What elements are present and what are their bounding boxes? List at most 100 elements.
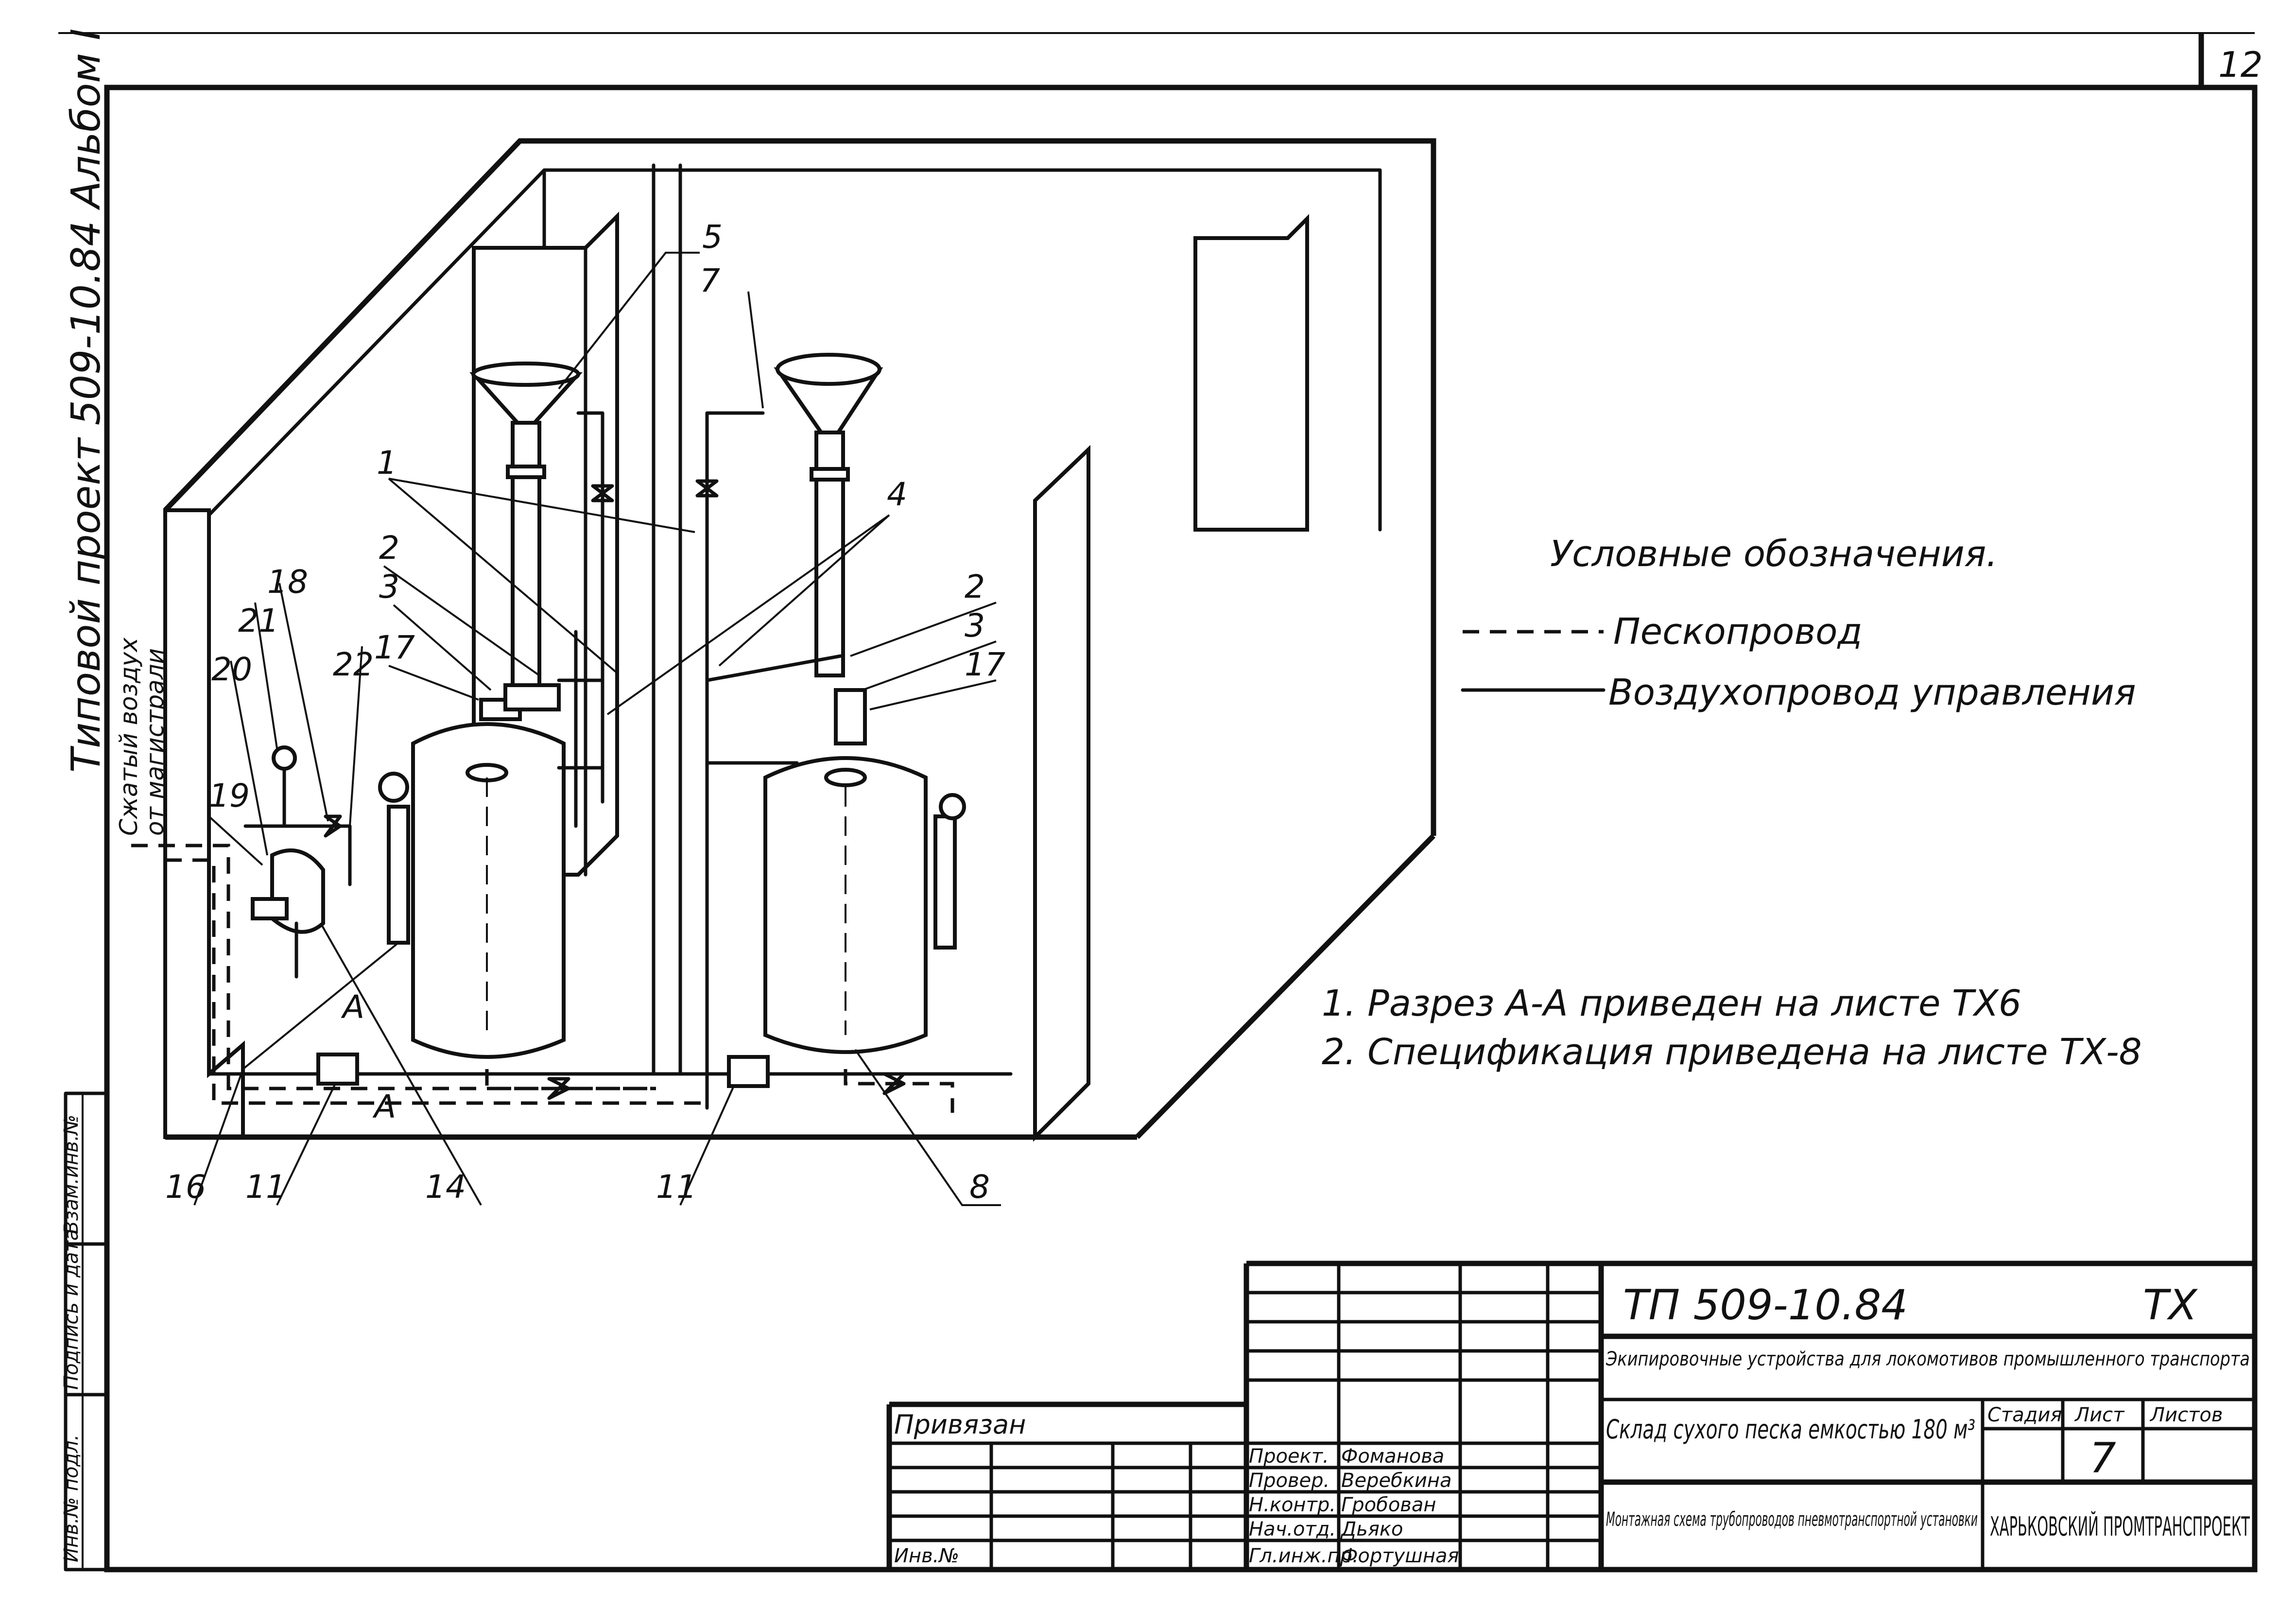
- leader-4b: [718, 514, 890, 667]
- right-air-branch-1: [705, 654, 843, 682]
- pressure-gauge: [272, 745, 297, 771]
- tb-object-name: Склад сухого песка емкостью 180 м³: [1606, 1414, 1975, 1445]
- leader-2-left: [383, 565, 540, 676]
- callout-21: 21: [238, 602, 279, 639]
- left-wall: [163, 508, 245, 1139]
- right-funnel-rim: [776, 353, 881, 386]
- callout-14-right: 17: [965, 646, 1005, 683]
- tb-code: ТП 509-10.84: [1623, 1281, 1908, 1330]
- tb-bound-label: Привязан: [894, 1409, 1026, 1440]
- leader-16: [278, 583, 329, 822]
- left-tank-assembly: [316, 362, 656, 1100]
- inlet-sand-line: [131, 844, 656, 1090]
- tb-organization: ХАРЬКОВСКИЙ ПРОМТРАНСПРОЕКТ: [1990, 1511, 2250, 1542]
- side-stamp-sign: Подпись и дата: [60, 1229, 83, 1390]
- inlet-sand-line-2: [165, 858, 707, 1105]
- side-stamp: Инв.№ подл. Подпись и дата Взам.инв.№: [60, 1091, 109, 1572]
- back-wall-inner: [207, 168, 1382, 532]
- callout-14-left: 17: [374, 629, 415, 666]
- callout-labels: 5 7 1 2 3 17 18 21 20 22 19 4 2 3 17 A A…: [165, 218, 1005, 1206]
- left-tank: [411, 722, 566, 1059]
- callout-11-right: 11: [656, 1168, 697, 1206]
- tb-project-title: Экипировочные устройства для локомотивов…: [1605, 1348, 2250, 1370]
- callout-7: 5: [702, 218, 723, 256]
- callout-19: 19: [209, 777, 250, 814]
- leader-18: [320, 923, 482, 1206]
- floor-front-edge: [1135, 834, 1435, 1139]
- left-fill-pipe: [511, 421, 541, 697]
- side-stamp-box: [64, 1091, 109, 1572]
- callout-17: 16: [165, 1168, 206, 1206]
- tb-inv-label: Инв.№: [894, 1545, 959, 1567]
- leader-1b: [388, 478, 618, 674]
- page-number: 12: [2218, 44, 2263, 85]
- leader-20: [230, 660, 268, 856]
- leader-11-right: [679, 1086, 735, 1206]
- tb-col-sheet: Лист: [2074, 1404, 2125, 1426]
- air-input-label-line1: Сжатый воздух: [115, 638, 143, 836]
- callout-18: 14: [425, 1168, 466, 1206]
- tb-name-2: Веребкина: [1341, 1469, 1452, 1492]
- leader-14-left: [388, 665, 479, 701]
- left-gauge-cap: [378, 772, 409, 803]
- tb-name-5: Фортушная: [1341, 1545, 1459, 1567]
- note-1: 1. Разрез А-А приведен на листе ТХ6: [1322, 983, 2021, 1024]
- leader-1a: [388, 478, 695, 533]
- tb-mark: ТХ: [2143, 1281, 2198, 1330]
- tb-name-1: Фоманова: [1341, 1445, 1444, 1468]
- right-sight-gauge: [933, 814, 957, 950]
- notes: 1. Разрез А-А приведен на листе ТХ6 2. С…: [1322, 983, 2142, 1073]
- right-tank-hatch: [824, 768, 867, 787]
- leader-2-right: [850, 602, 997, 657]
- right-back-pillar: [1193, 214, 1309, 532]
- air-input-label: Сжатый воздух от магистрали: [115, 638, 169, 836]
- callout-5: 8: [969, 1168, 990, 1206]
- left-valve-body: [503, 683, 561, 711]
- tb-name-3: Гробован: [1341, 1494, 1436, 1516]
- legend-title: Условные обозначения.: [1550, 533, 1998, 575]
- callout-20: 20: [211, 651, 252, 688]
- inlet-valve-22: [324, 814, 342, 838]
- inlet-bracket: [251, 897, 289, 920]
- leader-8b: [747, 291, 764, 409]
- tb-sheet-value: 7: [2089, 1434, 2116, 1483]
- left-sight-gauge: [387, 805, 410, 945]
- right-air-riser: [705, 411, 765, 1110]
- album-label: Типовой проект 509-10.84 Альбом I: [63, 29, 109, 773]
- callout-leaders: [193, 252, 1001, 1206]
- leader-4a: [606, 514, 890, 715]
- callout-a-lower: A: [372, 1088, 396, 1125]
- tb-role-4: Нач.отд.: [1249, 1518, 1336, 1540]
- tb-col-stage: Стадия: [1987, 1404, 2062, 1426]
- legend-item-air-line: Воздухопровод управления: [1608, 672, 2136, 713]
- left-funnel-rim: [471, 362, 580, 387]
- left-air-riser: [576, 411, 604, 804]
- leader-19: [208, 815, 263, 866]
- leader-3-right: [862, 640, 997, 691]
- leader-11-left: [276, 1083, 336, 1206]
- right-tank-assembly: [695, 353, 966, 1113]
- tb-role-3: Н.контр.: [1249, 1494, 1336, 1516]
- side-stamp-inv: Инв.№ подл.: [60, 1434, 83, 1562]
- callout-11-left: 11: [245, 1168, 286, 1206]
- left-box-11: [316, 1053, 359, 1086]
- callout-4: 4: [887, 476, 907, 513]
- side-stamp-replace: Взам.инв.№: [60, 1115, 83, 1234]
- callout-2-left: 2: [379, 529, 399, 567]
- legend-item-sand-line: Пескопровод: [1613, 611, 1863, 653]
- callout-a-upper: A: [341, 988, 364, 1026]
- back-wall-outer: [163, 138, 1436, 836]
- callout-3-left: 3: [379, 568, 399, 605]
- leader-14-right: [869, 679, 997, 710]
- tb-role-2: Провер.: [1249, 1469, 1329, 1492]
- callout-22: 22: [333, 646, 374, 683]
- callout-3-right: 3: [965, 607, 985, 644]
- callout-2-right: 2: [965, 568, 985, 605]
- leader-21: [254, 602, 278, 749]
- left-pipe-flange: [506, 465, 546, 479]
- tb-role-1: Проект.: [1249, 1445, 1329, 1468]
- leader-8a: [558, 252, 700, 390]
- legend: Условные обозначения. Пескопровод Воздух…: [1461, 533, 2136, 713]
- right-gauge-cap: [939, 793, 966, 820]
- leader-3-left: [393, 604, 492, 691]
